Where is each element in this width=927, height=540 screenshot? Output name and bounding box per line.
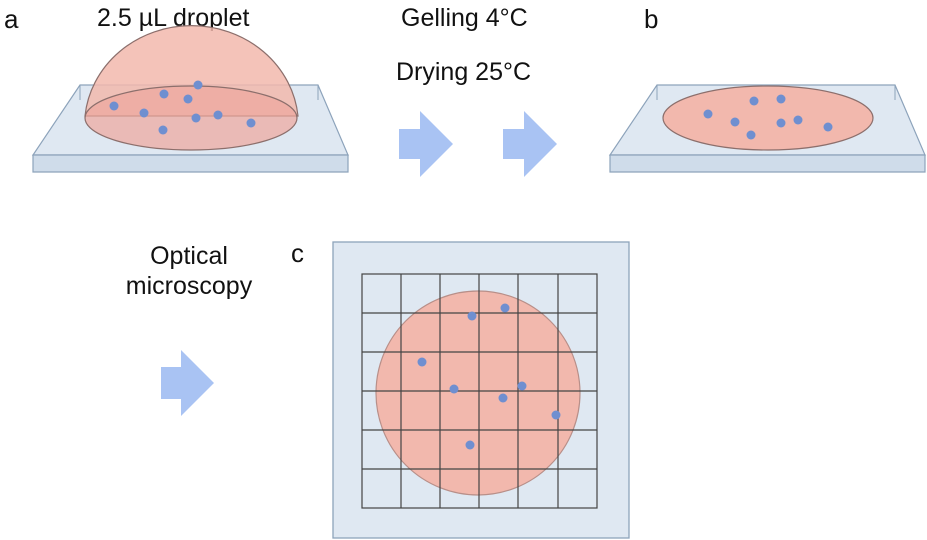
process-arrows-top (399, 111, 557, 177)
panel-c-label: c (291, 238, 304, 268)
gelling-step-label: Gelling 4°C (401, 4, 528, 32)
panel-c-counting-grid (361, 273, 598, 509)
panel-c-droplet (375, 290, 581, 496)
panel-b-label: b (644, 4, 659, 34)
panel-a-label: a (4, 4, 19, 34)
microscopy-caption-line2: microscopy (125, 272, 253, 300)
gelling-arrow-icon (399, 111, 453, 177)
optical-microscopy-caption: Optical microscopy (104, 241, 274, 301)
microscopy-arrow-icon (161, 350, 214, 416)
panel-a-particles (109, 80, 256, 135)
drying-arrow-icon (503, 111, 557, 177)
panel-c-particles (417, 303, 561, 450)
droplet-volume-caption: 2.5 µL droplet (97, 4, 250, 32)
panel-b-particles (703, 94, 833, 140)
microscopy-caption-line1: Optical (150, 242, 228, 270)
panel-a-droplet (84, 25, 299, 151)
panel-b-dried-droplet (662, 85, 874, 151)
drying-step-label: Drying 25°C (396, 58, 532, 86)
